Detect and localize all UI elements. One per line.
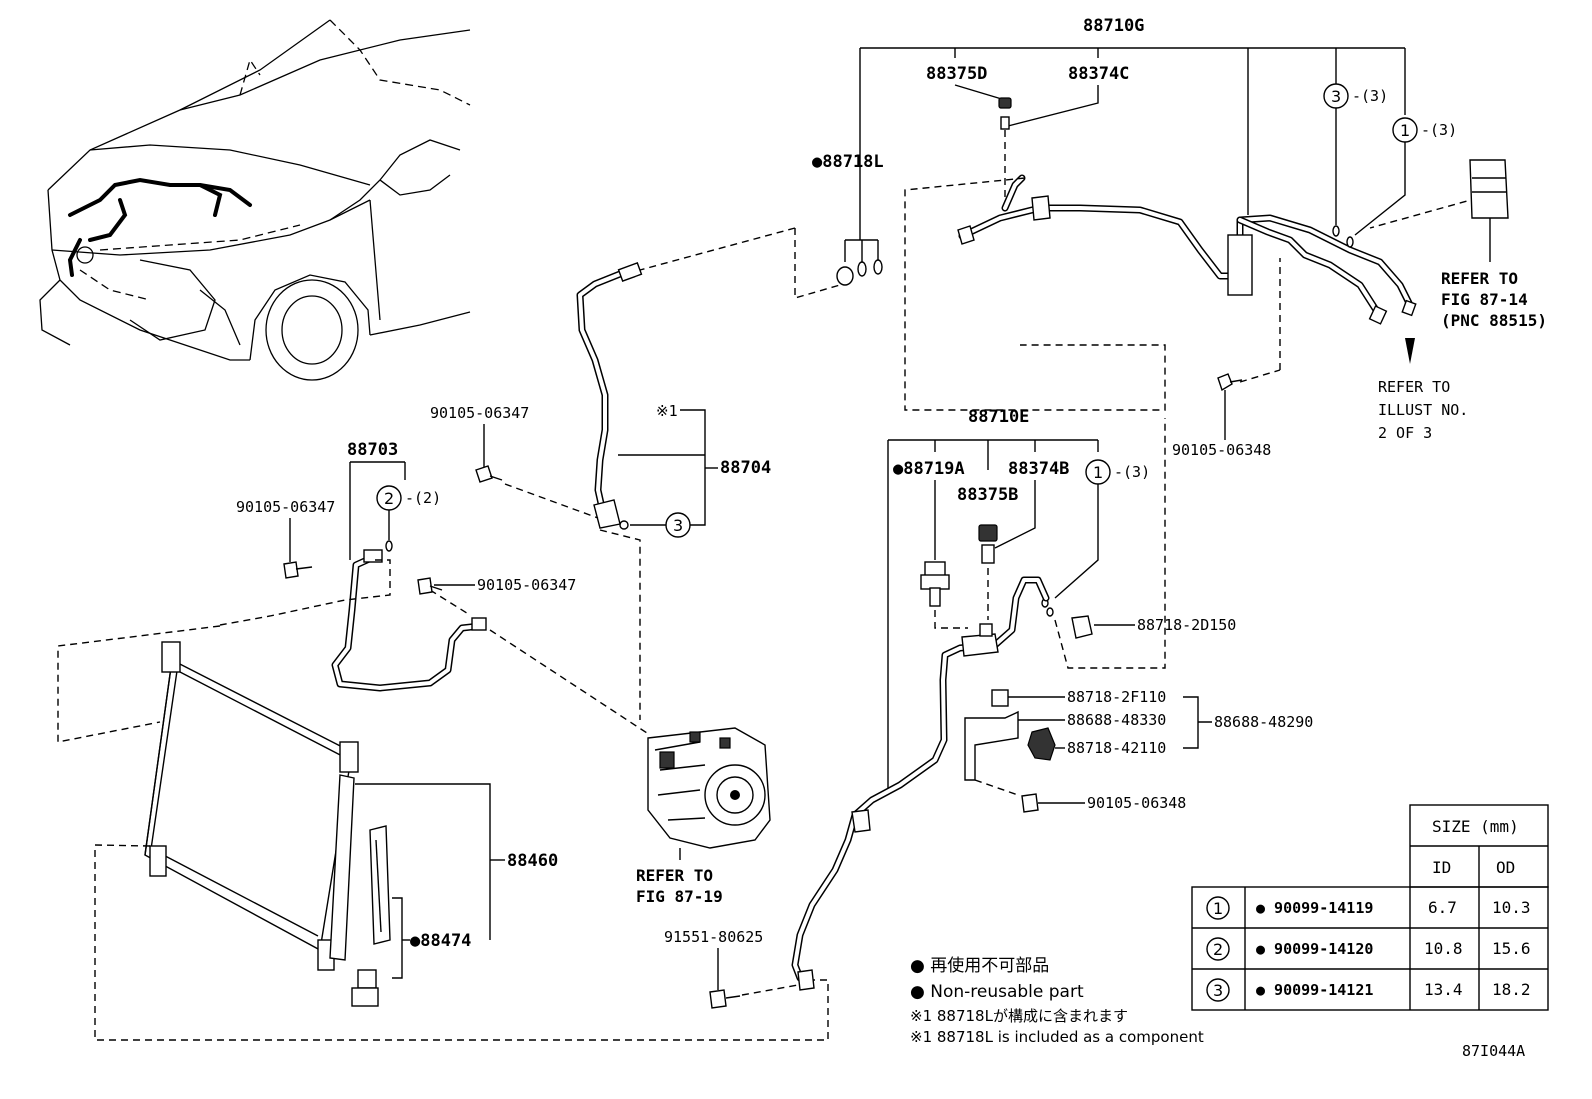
group-88710G: 88710G 88375D 88374C ●88718L bbox=[639, 16, 1547, 442]
svg-text:ILLUST NO.: ILLUST NO. bbox=[1378, 401, 1468, 419]
svg-text:● 90099-14119: ● 90099-14119 bbox=[1256, 899, 1373, 917]
label-88374C: 88374C bbox=[1068, 64, 1129, 84]
label-88704: 88704 bbox=[720, 458, 771, 478]
compressor-fig87-19: REFER TO FIG 87-19 bbox=[636, 727, 771, 906]
svg-text:REFER TO: REFER TO bbox=[1441, 269, 1518, 288]
oring-ref-3-88704: 3 bbox=[673, 516, 683, 535]
svg-text:90105-06348: 90105-06348 bbox=[1172, 441, 1271, 459]
svg-text:-(3): -(3) bbox=[1421, 121, 1457, 139]
note-included-jp: ※1 88718Lが構成に含まれます bbox=[910, 1007, 1128, 1025]
svg-text:1: 1 bbox=[1213, 899, 1223, 918]
table-row: 1 ● 90099-14119 6.7 10.3 bbox=[1206, 896, 1531, 920]
svg-text:90105-06347: 90105-06347 bbox=[236, 498, 335, 516]
oring-ref-1-top: 1 bbox=[1400, 121, 1410, 140]
svg-text:REFER TO: REFER TO bbox=[1378, 378, 1450, 396]
svg-text:90105-06347: 90105-06347 bbox=[477, 576, 576, 594]
o-ring-size-table: SIZE (mm) ID OD 1 ● 90099-14119 6.7 10.3… bbox=[1191, 804, 1549, 1011]
label-88474: ●88474 bbox=[410, 931, 471, 951]
oring-ref-3-top: 3 bbox=[1331, 87, 1341, 106]
group-88704: ※1 88704 3 bbox=[576, 262, 771, 720]
svg-text:90105-06347: 90105-06347 bbox=[430, 404, 529, 422]
bracket-88710G bbox=[1227, 234, 1253, 296]
legend-notes: ● 再使用不可部品 ● Non-reusable part ※1 88718Lが… bbox=[910, 955, 1204, 1046]
note-nonreusable-en: ● Non-reusable part bbox=[910, 982, 1084, 1002]
label-88718-2F110: 88718-2F110 bbox=[1067, 688, 1166, 706]
label-90105-06348-b: 90105-06348 bbox=[1087, 794, 1186, 812]
note-included-en: ※1 88718L is included as a component bbox=[910, 1028, 1204, 1046]
label-88703: 88703 bbox=[347, 440, 398, 460]
bolt-90105-06347-b: 90105-06347 bbox=[236, 498, 335, 579]
svg-text:91551-80625: 91551-80625 bbox=[664, 928, 763, 946]
bolt-91551-80625: 91551-80625 bbox=[664, 928, 799, 1009]
table-title: SIZE (mm) bbox=[1432, 817, 1519, 836]
group-88703: 88703 2 -(2) bbox=[219, 440, 651, 736]
label-88718L: ●88718L bbox=[812, 152, 884, 172]
label-88374B: 88374B bbox=[1008, 459, 1069, 479]
svg-text:13.4: 13.4 bbox=[1424, 980, 1463, 999]
label-88719A: ●88719A bbox=[893, 459, 965, 479]
svg-text:3: 3 bbox=[1213, 981, 1223, 1000]
desiccant-88474: ●88474 bbox=[351, 825, 471, 1007]
arrow-down-icon bbox=[1405, 338, 1415, 364]
bolt-90105-06347-c: 90105-06347 bbox=[417, 576, 576, 595]
svg-text:-(3): -(3) bbox=[1352, 87, 1388, 105]
label-88710E: 88710E bbox=[968, 407, 1029, 427]
svg-text:18.2: 18.2 bbox=[1492, 980, 1531, 999]
svg-text:● 90099-14120: ● 90099-14120 bbox=[1256, 940, 1373, 958]
table-row: 2 ● 90099-14120 10.8 15.6 bbox=[1206, 937, 1531, 961]
svg-text:2: 2 bbox=[1213, 940, 1223, 959]
svg-text:10.8: 10.8 bbox=[1424, 939, 1463, 958]
svg-text:15.6: 15.6 bbox=[1492, 939, 1531, 958]
label-88688-48290: 88688-48290 bbox=[1214, 713, 1313, 731]
svg-text:FIG 87-14: FIG 87-14 bbox=[1441, 290, 1528, 309]
svg-text:-(2): -(2) bbox=[405, 489, 441, 507]
condenser-88460: 88460 bbox=[57, 625, 829, 1041]
label-88375B: 88375B bbox=[957, 485, 1018, 505]
note-nonreusable-jp: ● 再使用不可部品 bbox=[910, 955, 1049, 976]
label-88710G: 88710G bbox=[1083, 16, 1144, 36]
illustration-code: 87I044A bbox=[1462, 1042, 1525, 1060]
svg-text:6.7: 6.7 bbox=[1428, 898, 1457, 917]
svg-text:2 OF 3: 2 OF 3 bbox=[1378, 424, 1432, 442]
clip-88718L bbox=[836, 266, 854, 286]
table-row: 3 ● 90099-14121 13.4 18.2 bbox=[1206, 978, 1531, 1002]
refer-fig-87-14: REFER TO FIG 87-14 (PNC 88515) bbox=[1441, 269, 1547, 330]
switch-88374C bbox=[1000, 116, 1010, 130]
svg-text:-(3): -(3) bbox=[1114, 463, 1150, 481]
label-88688-48330: 88688-48330 bbox=[1067, 711, 1166, 729]
label-88718-2D150: 88718-2D150 bbox=[1137, 616, 1236, 634]
oring-ref-2: 2 bbox=[384, 489, 394, 508]
col-id: ID bbox=[1432, 858, 1451, 877]
cap-88375D bbox=[998, 97, 1012, 109]
bolt-90105-06348-top: 90105-06348 bbox=[1172, 373, 1271, 459]
svg-text:(PNC 88515): (PNC 88515) bbox=[1441, 311, 1547, 330]
group-88710E: 88710E ●88719A 88374B 88375B 1 -(3) bbox=[791, 407, 1313, 991]
bolt-90105-06347-a: 90105-06347 bbox=[430, 404, 599, 519]
label-88375D: 88375D bbox=[926, 64, 987, 84]
label-88460: 88460 bbox=[507, 851, 558, 871]
oring-ref-1-mid: 1 bbox=[1093, 463, 1103, 482]
svg-text:10.3: 10.3 bbox=[1492, 898, 1531, 917]
receiver-fig87-14 bbox=[1469, 159, 1509, 219]
svg-text:● 90099-14121: ● 90099-14121 bbox=[1256, 981, 1373, 999]
label-note1-mark: ※1 bbox=[656, 402, 678, 420]
col-od: OD bbox=[1496, 858, 1515, 877]
svg-text:FIG 87-19: FIG 87-19 bbox=[636, 887, 723, 906]
label-88718-42110: 88718-42110 bbox=[1067, 739, 1166, 757]
vehicle-illustration bbox=[39, 19, 471, 381]
svg-text:REFER TO: REFER TO bbox=[636, 866, 713, 885]
refer-illust-2-of-3: REFER TO ILLUST NO. 2 OF 3 bbox=[1378, 378, 1468, 442]
